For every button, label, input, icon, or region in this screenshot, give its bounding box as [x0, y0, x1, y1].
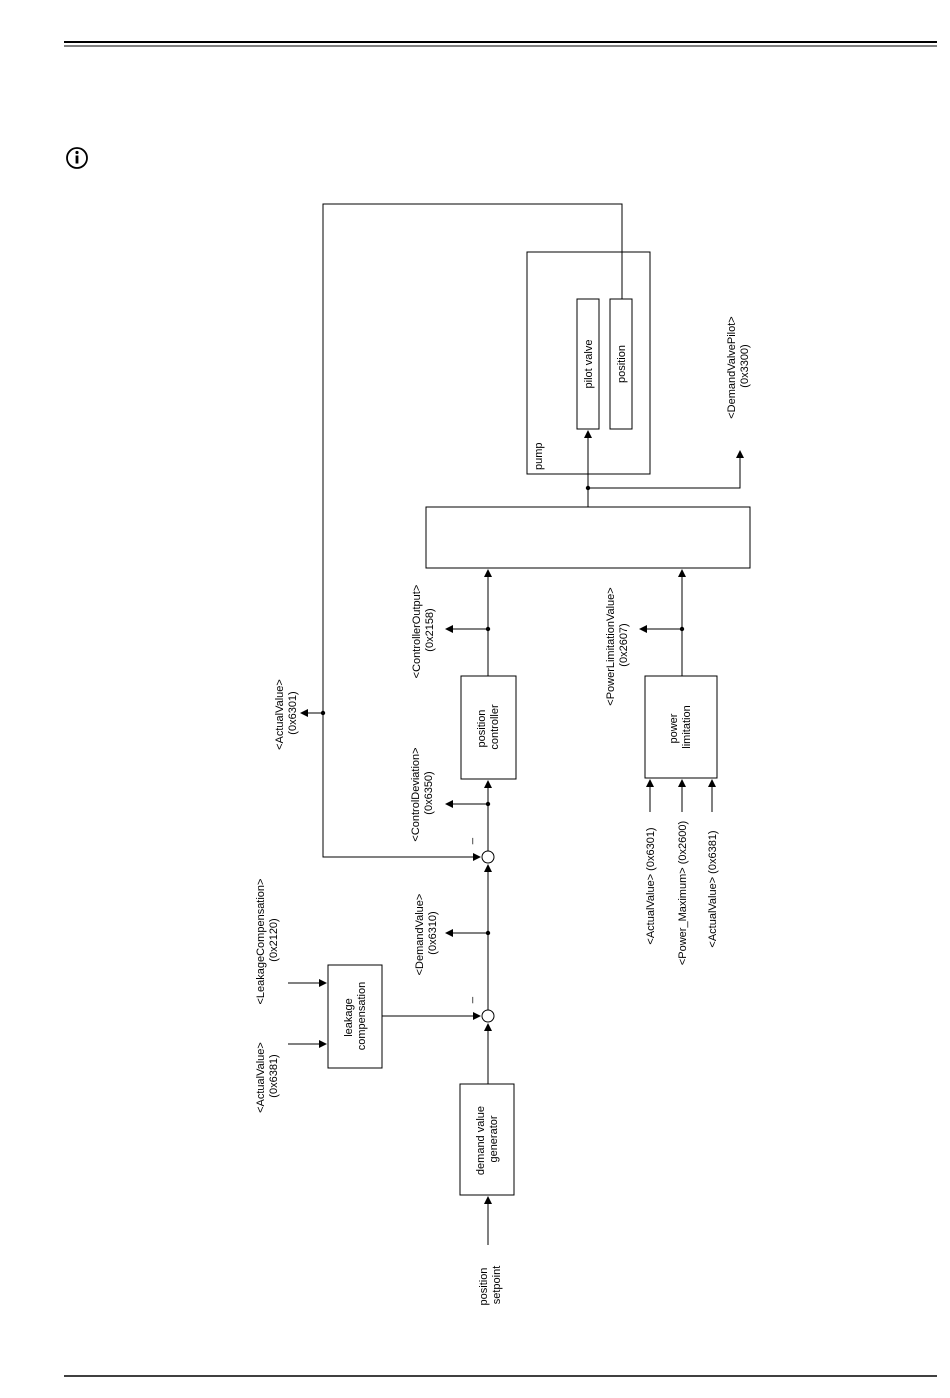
demand-value-generator-label: demand value generator — [475, 1103, 500, 1175]
power-limitation-value-tap-dot — [679, 626, 685, 632]
actual-value-tap-dot — [320, 710, 326, 716]
minus-sign-1: _ — [462, 996, 474, 1004]
actual-value-6301-label: <ActualValue> (0x6301) — [274, 676, 299, 750]
power-limitation-box — [644, 675, 718, 779]
actual-value-6381-label: <ActualValue> (0x6381) — [255, 1039, 280, 1113]
position-sensor-label: position — [616, 345, 628, 383]
pilot-valve-label: pilot valve — [583, 340, 595, 389]
demand-value-label: <DemandValue> (0x6310) — [414, 891, 439, 976]
pilot-valve-box — [576, 298, 600, 430]
pl-input-1-label: <ActualValue> (0x6301) — [645, 827, 657, 944]
leakage-compensation-signal-label: <LeakageCompensation> (0x2120) — [255, 875, 280, 1004]
position-feedback-line — [322, 203, 623, 861]
controller-output-tap-dot — [485, 626, 491, 632]
demand-value-generator-box — [459, 1083, 515, 1196]
power-limitation-label: power limitation — [668, 705, 693, 748]
pl-input-3-label: <ActualValue> (0x6381) — [707, 830, 719, 947]
control-deviation-tap-dot — [485, 801, 491, 807]
control-deviation-label: <ControlDeviation> (0x6350) — [410, 744, 435, 841]
pl-input-2-label: <Power_Maximum> (0x2600) — [677, 821, 689, 965]
position-controller-label: position controller — [476, 704, 501, 750]
position-controller-box — [460, 675, 517, 780]
power-limitation-value-label: <PowerLimitationValue> (0x2607) — [605, 584, 630, 705]
demand-valve-pilot-label: <DemandValvePilot> (0x3300) — [726, 313, 751, 419]
info-circle-icon — [66, 147, 88, 169]
demand-valve-pilot-arrow — [588, 450, 744, 489]
summing-junction-1 — [481, 1009, 495, 1023]
demand-value-tap-dot — [485, 930, 491, 936]
controller-output-label: <ControllerOutput> (0x2158) — [411, 582, 436, 679]
position-setpoint-label: position setpoint — [478, 1265, 503, 1306]
position-sensor-box — [609, 298, 633, 430]
leakage-compensation-box — [327, 964, 383, 1069]
leakage-compensation-label: leakage compensation — [343, 982, 368, 1051]
pump-label: pump — [533, 442, 545, 470]
control-output-block — [425, 506, 751, 569]
summing-junction-2 — [481, 850, 495, 864]
minus-sign-2: _ — [462, 837, 474, 845]
